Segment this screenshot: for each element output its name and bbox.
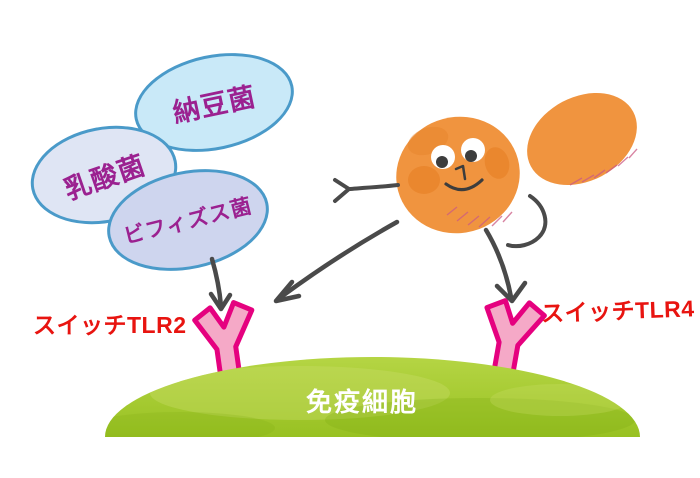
left-pupil — [436, 156, 448, 168]
smile-mouth — [444, 178, 484, 192]
left-arm — [347, 183, 400, 191]
bacterium-character — [333, 92, 638, 249]
immune-cell-shape — [105, 357, 640, 437]
left-hand-finger-lower — [333, 187, 351, 203]
right-leg — [506, 194, 548, 249]
tlr2-switch-label: スイッチTLR2 — [33, 312, 187, 338]
body-hatching — [446, 148, 638, 228]
nose — [454, 164, 467, 181]
tlr4-switch-label: スイッチTLR4 — [540, 295, 695, 327]
right-cheek — [484, 147, 510, 179]
character-head — [396, 116, 520, 234]
tlr2-receptor-icon — [192, 300, 255, 386]
immune-cell-label: 免疫細胞 — [306, 387, 419, 417]
tlr4-receptor-icon — [484, 298, 547, 382]
arrow-character-to-tlr4 — [483, 227, 528, 304]
left-cheek — [408, 166, 440, 194]
right-pupil — [465, 150, 477, 162]
arrow-character-to-tlr2 — [273, 219, 400, 304]
character-body-lobe — [527, 92, 637, 186]
left-hand-finger-upper — [333, 178, 351, 191]
arrow-bifidus-to-tlr2 — [208, 256, 233, 312]
